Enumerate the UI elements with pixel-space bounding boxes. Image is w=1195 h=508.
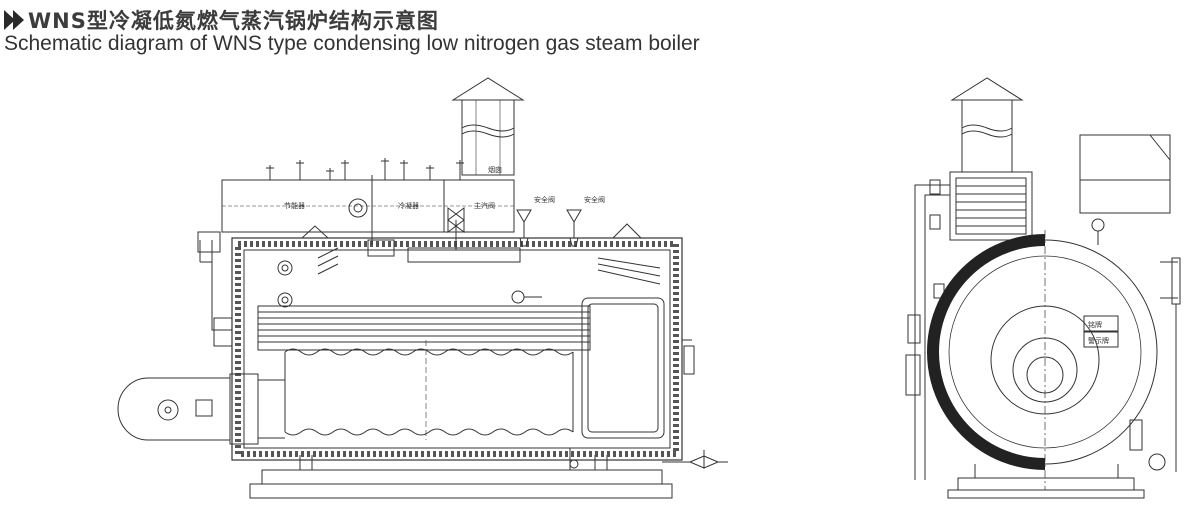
- valve-stems: [266, 158, 464, 180]
- front-view: [905, 77, 1181, 499]
- label-safety-valve-1: 安全阀: [534, 195, 555, 204]
- inclined-tubes: [317, 247, 661, 285]
- front-condenser: [949, 171, 1033, 241]
- nameplate-2: [1083, 331, 1119, 348]
- label-nameplate: 铭牌: [1088, 320, 1102, 329]
- lifting-lug-right: [611, 223, 643, 239]
- safety-valve-1-icon: [516, 209, 532, 247]
- chimney: [451, 77, 525, 176]
- label-main-steam-valve: 主汽阀: [474, 201, 495, 210]
- flue-tube-bundle: [257, 305, 591, 351]
- label-flue: 烟囱: [488, 165, 502, 174]
- title-english: Schematic diagram of WNS type condensing…: [4, 32, 700, 55]
- label-economizer: 节能器: [284, 201, 305, 210]
- gauge-valve-icon: [511, 290, 525, 304]
- double-arrow-icon: [4, 10, 24, 30]
- title-chinese: WNS型冷凝低氮燃气蒸汽锅炉结构示意图: [28, 9, 439, 33]
- safety-valve-2-icon: [566, 209, 582, 247]
- front-boiler-drum: [927, 230, 1158, 490]
- nameplate-1: [1083, 315, 1119, 332]
- front-pipe-rack: [905, 179, 950, 480]
- header: WNS型冷凝低氮燃气蒸汽锅炉结构示意图 Schematic diagram of…: [4, 6, 700, 56]
- blowdown-pipe: [569, 448, 579, 470]
- label-condenser: 冷凝器: [398, 201, 419, 210]
- front-upper-box: [1079, 134, 1171, 214]
- front-right-pipes: [1129, 257, 1181, 472]
- condenser-fan-icon: [348, 198, 368, 218]
- insulation-casing: [231, 237, 683, 461]
- base-frame: [249, 483, 673, 499]
- reversal-chamber: [581, 297, 665, 439]
- label-safety-valve-2: 安全阀: [584, 195, 605, 204]
- front-base: [957, 477, 1135, 491]
- title-row: WNS型冷凝低氮燃气蒸汽锅炉结构示意图: [4, 6, 700, 34]
- pressure-gauge-icon: [1091, 218, 1105, 232]
- front-chimney: [950, 77, 1024, 173]
- front-smoke-box: [197, 231, 293, 347]
- lifting-lug-left: [300, 225, 330, 239]
- base-skid: [261, 469, 663, 485]
- rear-fittings: [662, 339, 728, 469]
- corrugated-furnace: [284, 340, 574, 440]
- label-warning-plate: 警示牌: [1088, 336, 1109, 345]
- manhole-top: [367, 239, 395, 257]
- side-view: [117, 77, 728, 499]
- burner: [117, 373, 285, 445]
